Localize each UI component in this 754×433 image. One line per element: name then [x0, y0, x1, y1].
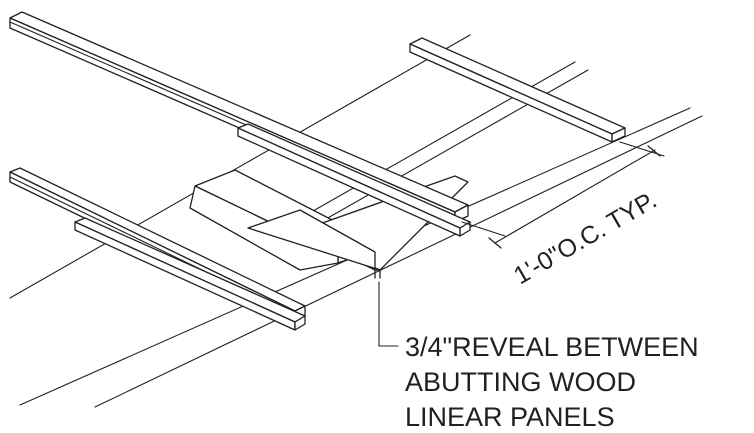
cross-board [409, 37, 626, 143]
lower-rail-flange-end [294, 315, 306, 331]
leader-line [378, 281, 399, 347]
extension-line [461, 221, 506, 237]
backing-line [94, 115, 703, 408]
reveal-gap [374, 269, 381, 279]
dimension-tick [647, 145, 661, 157]
leader [378, 281, 399, 347]
dimension-tick [488, 237, 502, 249]
note-line-1: 3/4"REVEAL BETWEEN [405, 332, 699, 362]
reveal-note: 3/4"REVEAL BETWEEN ABUTTING WOOD LINEAR … [405, 332, 699, 432]
lower-rail [9, 167, 306, 331]
wood-panels [189, 169, 469, 271]
backing-line [9, 34, 471, 299]
note-line-2: ABUTTING WOOD [405, 367, 636, 397]
cross-board-end [611, 127, 626, 143]
upper-rail [9, 11, 471, 237]
note-line-3: LINEAR PANELS [405, 402, 615, 432]
cross-board-side [409, 43, 613, 143]
dimension-label: 1'-0"O.C. TYP. [509, 186, 662, 290]
panel-board [247, 209, 381, 271]
cross-board-top [409, 37, 626, 135]
dimension-line [494, 149, 656, 244]
